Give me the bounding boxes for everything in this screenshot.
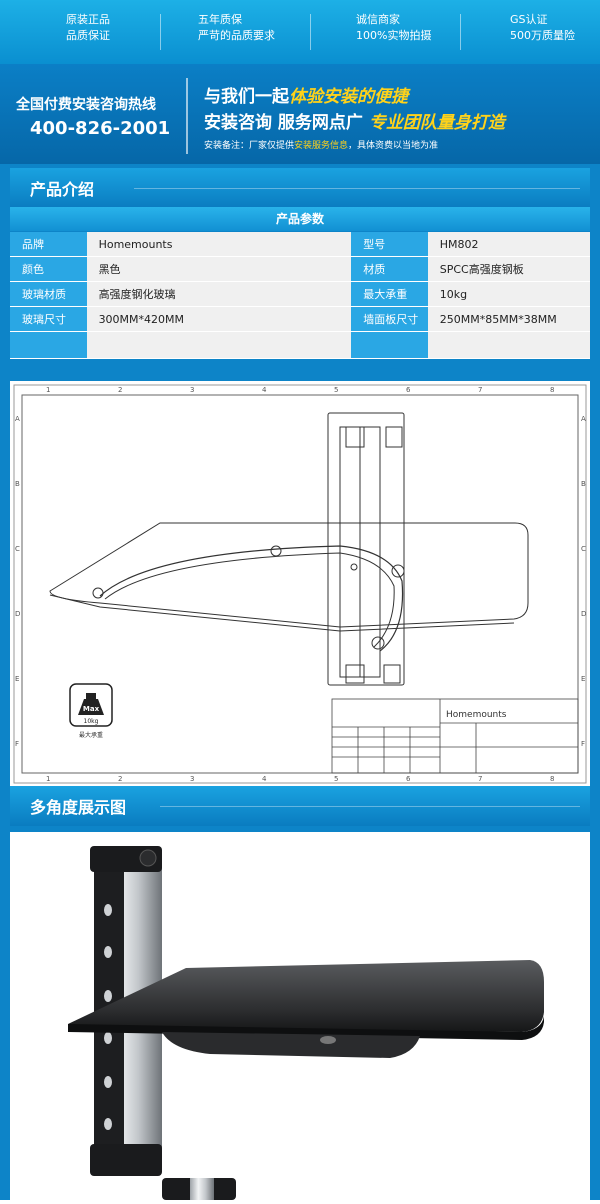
- svg-text:F: F: [581, 740, 585, 748]
- svg-text:D: D: [15, 610, 20, 618]
- badge-gs-cert: GS认证 500万质量险: [510, 13, 575, 42]
- svg-text:3: 3: [190, 386, 194, 394]
- title-block-brand: Homemounts: [446, 710, 507, 720]
- svg-text:E: E: [15, 675, 19, 683]
- badge-honest-seller: 诚信商家 100%实物拍摄: [356, 13, 432, 42]
- badge-warranty: 五年质保 严苛的品质要求: [198, 13, 275, 42]
- svg-text:1: 1: [46, 775, 50, 783]
- svg-text:7: 7: [478, 386, 482, 394]
- svg-text:B: B: [15, 480, 20, 488]
- svg-text:C: C: [15, 545, 20, 553]
- divider: [160, 14, 161, 50]
- install-hotline-banner: 全国付费安装咨询热线 400-826-2001 与我们一起体验安装的便捷 安装咨…: [0, 64, 600, 164]
- svg-text:7: 7: [478, 775, 482, 783]
- product-photo-svg: [68, 846, 544, 1200]
- params-title: 产品参数: [275, 212, 324, 226]
- svg-text:A: A: [581, 415, 586, 423]
- svg-text:4: 4: [262, 386, 267, 394]
- svg-text:6: 6: [406, 775, 411, 783]
- svg-text:4: 4: [262, 775, 267, 783]
- shelf-line-art: [49, 412, 529, 686]
- svg-text:A: A: [15, 415, 20, 423]
- section-header-intro: 产品介绍: [10, 168, 590, 208]
- table-row: [10, 331, 590, 359]
- hotline-slogan-1: 与我们一起体验安装的便捷: [204, 87, 408, 107]
- svg-text:10kg: 10kg: [84, 718, 99, 725]
- svg-text:2: 2: [118, 386, 122, 394]
- drawing-svg: 1 2 3 4 5 6 7 8 1 2 3 4 5 6 7 8 A B C D …: [10, 381, 590, 787]
- divider: [310, 14, 311, 50]
- svg-text:2: 2: [118, 775, 122, 783]
- divider: [460, 14, 461, 50]
- svg-text:E: E: [581, 675, 585, 683]
- svg-text:C: C: [581, 545, 586, 553]
- install-note: 安装备注：厂家仅提供安装服务信息，具体资费以当地为准: [204, 141, 439, 151]
- svg-text:D: D: [581, 610, 586, 618]
- svg-text:5: 5: [334, 775, 338, 783]
- hotline-label: 全国付费安装咨询热线: [16, 97, 156, 113]
- technical-drawing: 1 2 3 4 5 6 7 8 1 2 3 4 5 6 7 8 A B C D …: [10, 381, 590, 787]
- svg-text:Max: Max: [83, 705, 100, 713]
- divider: [186, 78, 188, 154]
- section-header-angles: 多角度展示图: [10, 786, 590, 826]
- top-badge-bar: 原装正品 品质保证 五年质保 严苛的品质要求 诚信商家 100%实物拍摄 GS认…: [0, 0, 600, 64]
- svg-text:3: 3: [190, 775, 194, 783]
- svg-text:8: 8: [550, 386, 554, 394]
- max-weight-icon: Max 10kg 最大承重: [69, 683, 113, 739]
- svg-text:5: 5: [334, 386, 338, 394]
- svg-text:1: 1: [46, 386, 50, 394]
- hotline-slogan-2: 安装咨询 服务网点广 专业团队量身打造: [204, 113, 505, 133]
- svg-text:8: 8: [550, 775, 554, 783]
- svg-text:最大承重: 最大承重: [79, 731, 103, 739]
- badge-genuine: 原装正品 品质保证: [66, 13, 110, 42]
- svg-text:B: B: [581, 480, 586, 488]
- hotline-number: 400-826-2001: [30, 118, 171, 139]
- row-labels: A B C D E F A B C D E F: [15, 415, 586, 748]
- title-block: [331, 698, 579, 774]
- column-labels: 1 2 3 4 5 6 7 8 1 2 3 4 5 6 7 8: [46, 386, 554, 783]
- params-title-bar: 产品参数: [10, 207, 590, 231]
- svg-text:F: F: [15, 740, 19, 748]
- svg-text:6: 6: [406, 386, 411, 394]
- product-photo: [10, 832, 590, 1200]
